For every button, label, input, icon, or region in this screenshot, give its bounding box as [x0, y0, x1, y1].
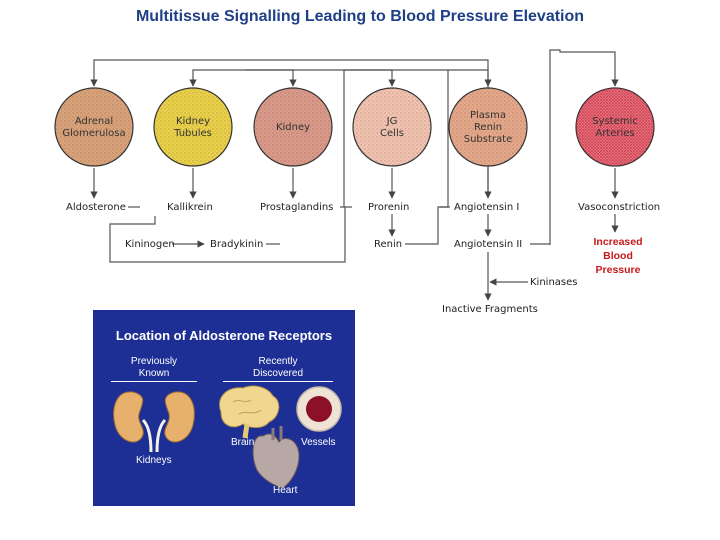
signalling-diagram: AdrenalGlomerulosaKidneyTubulesKidneyJGC… [54, 49, 660, 315]
term-aldosterone: Aldosterone [66, 202, 126, 213]
ureter-left [141, 418, 153, 453]
brain-label: Brain [231, 437, 255, 448]
node-texture-kidney [254, 88, 332, 166]
kidneys-label: Kidneys [136, 455, 172, 466]
brain-icon [219, 385, 280, 428]
heart-illustration [252, 426, 300, 489]
col2-rule [223, 381, 333, 382]
node-label-adrenal-1: Glomerulosa [62, 128, 125, 139]
outcome-line-3: Pressure [596, 264, 641, 276]
increased-blood-pressure: Increased Blood Pressure [593, 236, 642, 276]
node-texture-systemic-arteries [576, 88, 654, 166]
molecule-terms: Aldosterone Kallikrein Prostaglandins Pr… [66, 202, 660, 315]
term-bradykinin: Bradykinin [210, 239, 263, 250]
aldosterone-receptors-panel: Location of Aldosterone Receptors Previo… [93, 310, 355, 506]
kidneys-illustration [113, 391, 195, 453]
ureter-right [155, 418, 167, 453]
node-label-jg-cells-0: JG [386, 116, 398, 127]
node-label-jg-cells-1: Cells [380, 128, 404, 139]
col1-line-1: Previously [130, 356, 178, 367]
term-vasoconstriction: Vasoconstriction [578, 202, 660, 213]
vessel-lumen-icon [306, 396, 332, 422]
node-label-plasma-renin-substrate-2: Substrate [464, 134, 512, 145]
node-label-kidney-tubules-1: Tubules [173, 128, 212, 139]
node-texture-jg-cells [353, 88, 431, 166]
vessels-label: Vessels [301, 437, 336, 448]
node-label-adrenal-0: Adrenal [75, 116, 113, 127]
node-label-systemic-arteries-1: Arteries [595, 128, 634, 139]
term-renin: Renin [374, 239, 402, 250]
node-texture-plasma-renin-substrate [449, 88, 527, 166]
term-kallikrein: Kallikrein [167, 202, 213, 213]
node-kidney: Kidney [253, 87, 333, 167]
term-inactive-fragments: Inactive Fragments [442, 304, 538, 315]
node-texture-kidney-tubules [154, 88, 232, 166]
node-label-kidney-tubules-0: Kidney [176, 116, 210, 127]
brain-illustration [219, 385, 280, 439]
diagram-title: Multitissue Signalling Leading to Blood … [135, 8, 585, 25]
recently-discovered-heading: Recently Discovered [223, 356, 333, 380]
connector-lines [90, 49, 619, 301]
col1-line-2: Known [138, 368, 170, 379]
term-prorenin: Prorenin [368, 202, 409, 213]
node-texture-adrenal [55, 88, 133, 166]
col2-line-2: Discovered [252, 368, 304, 379]
panel-title: Location of Aldosterone Receptors [115, 328, 333, 343]
node-label-kidney-0: Kidney [276, 122, 310, 133]
left-kidney-icon [113, 391, 144, 443]
tissue-nodes: AdrenalGlomerulosaKidneyTubulesKidneyJGC… [54, 87, 655, 167]
vessel-illustration [296, 386, 342, 432]
term-prostaglandins: Prostaglandins [260, 202, 333, 213]
term-angiotensin2: Angiotensin II [454, 239, 522, 250]
outcome-line-1: Increased [593, 236, 642, 248]
panel-illustrations [113, 385, 342, 489]
node-label-systemic-arteries-0: Systemic [592, 116, 638, 127]
col2-line-1: Recently [258, 356, 298, 367]
brain-stem [242, 423, 250, 439]
right-kidney-icon [164, 391, 195, 443]
outcome-line-2: Blood [603, 250, 633, 262]
term-kininogen: Kininogen [125, 239, 175, 250]
node-label-plasma-renin-substrate-0: Plasma [470, 110, 506, 121]
heart-label: Heart [273, 485, 298, 496]
heart-icon [252, 433, 300, 489]
node-label-plasma-renin-substrate-1: Renin [474, 122, 502, 133]
term-kininases: Kininases [530, 277, 578, 288]
col1-rule [111, 381, 197, 382]
term-angiotensin1: Angiotensin I [454, 202, 519, 213]
previously-known-heading: Previously Known [111, 356, 197, 380]
